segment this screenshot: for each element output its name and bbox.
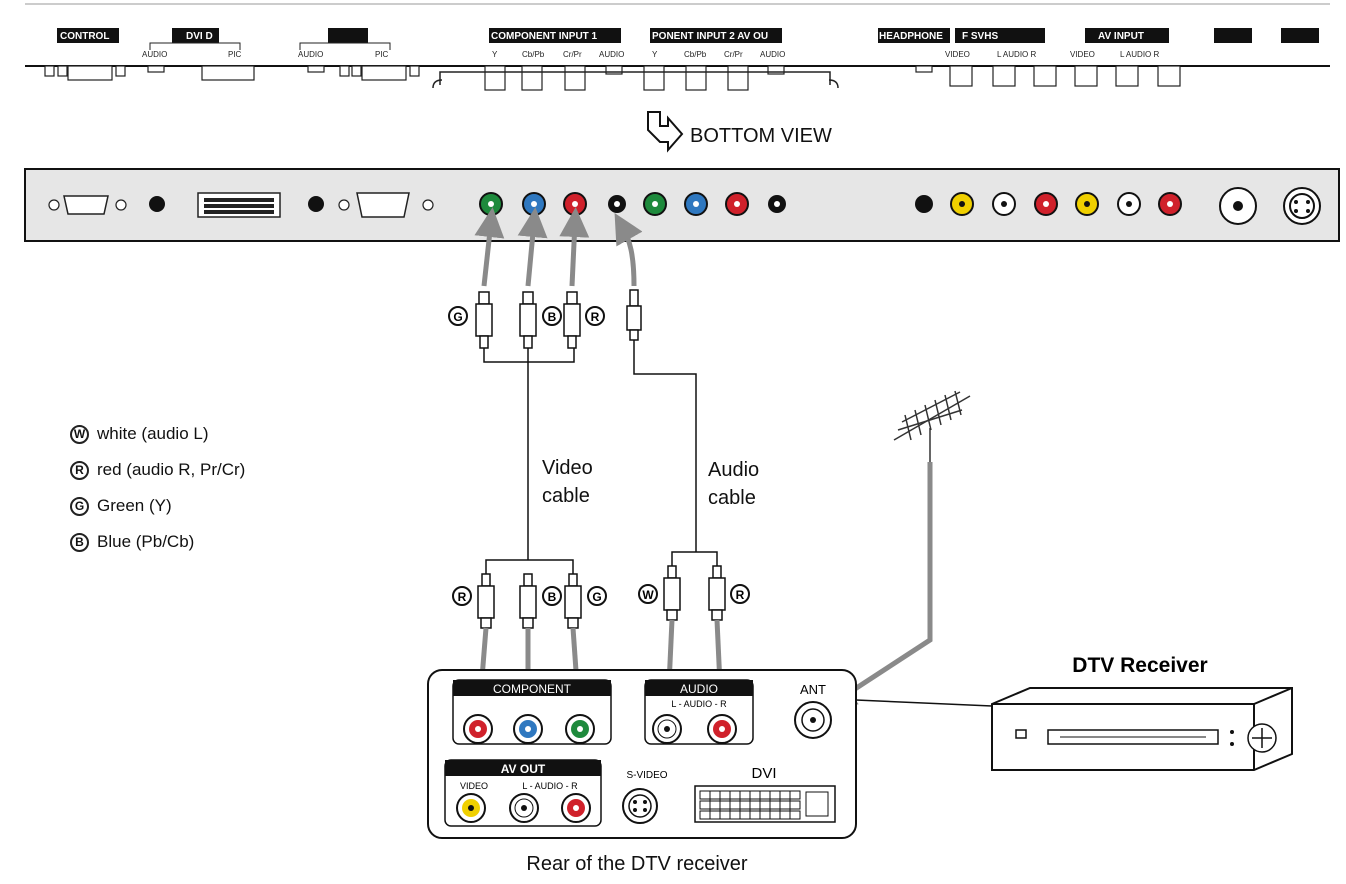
legend-item: G Green (Y) [70, 488, 245, 524]
video-cable [483, 348, 575, 574]
audio-cable [633, 340, 718, 566]
plug-badge-r: R [591, 310, 600, 324]
av-input-header: AV INPUT [1098, 31, 1144, 42]
legend-badge: G [70, 496, 89, 516]
tv-bottom-panel: CONTROL DVI D COMPONENT INPUT 1 PONENT I… [25, 3, 1330, 91]
svhs-video-label: VIDEO [945, 50, 970, 59]
audio-sub-label: L - AUDIO - R [671, 699, 727, 709]
legend-text: Green (Y) [97, 496, 172, 515]
bottom-plug-badges: R B G W R [452, 584, 750, 606]
svhs-audio-label: L AUDIO R [997, 50, 1036, 59]
ant-label: ANT [800, 682, 826, 697]
svhs-header: F SVHS [962, 31, 998, 42]
c2-pr-label: Cr/Pr [724, 50, 743, 59]
receiver-rear-panel: COMPONENT AUDIO L - AUDIO - R ANT AV OUT… [427, 669, 857, 839]
c2-audio-label: AUDIO [760, 50, 785, 59]
legend-item: R red (audio R, Pr/Cr) [70, 452, 245, 488]
video-cable-label-line1: Video [542, 457, 593, 479]
dvi-pic-label: PIC [228, 50, 242, 59]
dtv-receiver-title: DTV Receiver [1072, 654, 1207, 677]
bottom-view-label: BOTTOM VIEW [690, 125, 832, 147]
video-cable-label-line2: cable [542, 485, 590, 507]
plug-badge-g2: G [592, 590, 601, 604]
bottom-rca-plugs [477, 565, 726, 629]
tv-rear-panel [24, 168, 1340, 242]
c2-y-label: Y [652, 50, 658, 59]
c1-pr-label: Cr/Pr [563, 50, 582, 59]
audio-label: AUDIO [680, 682, 718, 696]
plug-badge-b: B [548, 310, 557, 324]
component1-header: COMPONENT INPUT 1 [491, 31, 598, 42]
dtv-receiver-icon: DTV Receiver [855, 654, 1293, 771]
antenna-cable [825, 462, 933, 709]
av-out-video-label: VIDEO [460, 781, 488, 791]
vga-pic-label: PIC [375, 50, 389, 59]
c1-pb-label: Cb/Pb [522, 50, 545, 59]
control-header: CONTROL [60, 31, 109, 42]
component2-header: PONENT INPUT 2 AV OU [652, 31, 768, 42]
av-out-label: AV OUT [501, 762, 546, 776]
color-legend: W white (audio L) R red (audio R, Pr/Cr)… [70, 416, 245, 560]
svideo-label: S-VIDEO [626, 770, 667, 781]
legend-badge: W [70, 424, 89, 444]
component-label: COMPONENT [493, 682, 572, 696]
legend-text: Blue (Pb/Cb) [97, 532, 195, 551]
plug-badge-b2: B [548, 590, 557, 604]
av-out-audio-label: L - AUDIO - R [522, 781, 578, 791]
av-audio-label: L AUDIO R [1120, 50, 1159, 59]
legend-text: red (audio R, Pr/Cr) [97, 460, 246, 479]
legend-item: B Blue (Pb/Cb) [70, 524, 245, 560]
plug-badge-g: G [453, 310, 462, 324]
dvi-audio-label: AUDIO [142, 50, 167, 59]
top-rca-plugs [475, 289, 642, 349]
antenna-icon [893, 390, 971, 462]
dvi-header: DVI D [186, 31, 213, 42]
vga-audio-label: AUDIO [298, 50, 323, 59]
top-plug-badges: G B R [448, 306, 605, 326]
av-video-label: VIDEO [1070, 50, 1095, 59]
legend-badge: B [70, 532, 89, 552]
headphone-header: HEADPHONE [879, 31, 943, 42]
c2-pb-label: Cb/Pb [684, 50, 707, 59]
legend-item: W white (audio L) [70, 416, 245, 452]
bottom-view-arrow-icon [647, 111, 684, 153]
receiver-dvi-label: DVI [751, 765, 776, 782]
c1-y-label: Y [492, 50, 498, 59]
bottom-view-indicator: BOTTOM VIEW [647, 111, 832, 153]
audio-cable-label-line1: Audio [708, 459, 759, 481]
legend-text: white (audio L) [97, 424, 209, 443]
plug-badge-r2: R [736, 588, 745, 602]
legend-badge: R [70, 460, 89, 480]
cable-arrows [474, 207, 643, 287]
plug-badge-w: W [642, 588, 654, 602]
plug-badge-r1: R [458, 590, 467, 604]
caption: Rear of the DTV receiver [526, 853, 748, 875]
c1-audio-label: AUDIO [599, 50, 624, 59]
audio-cable-label-line2: cable [708, 487, 756, 509]
